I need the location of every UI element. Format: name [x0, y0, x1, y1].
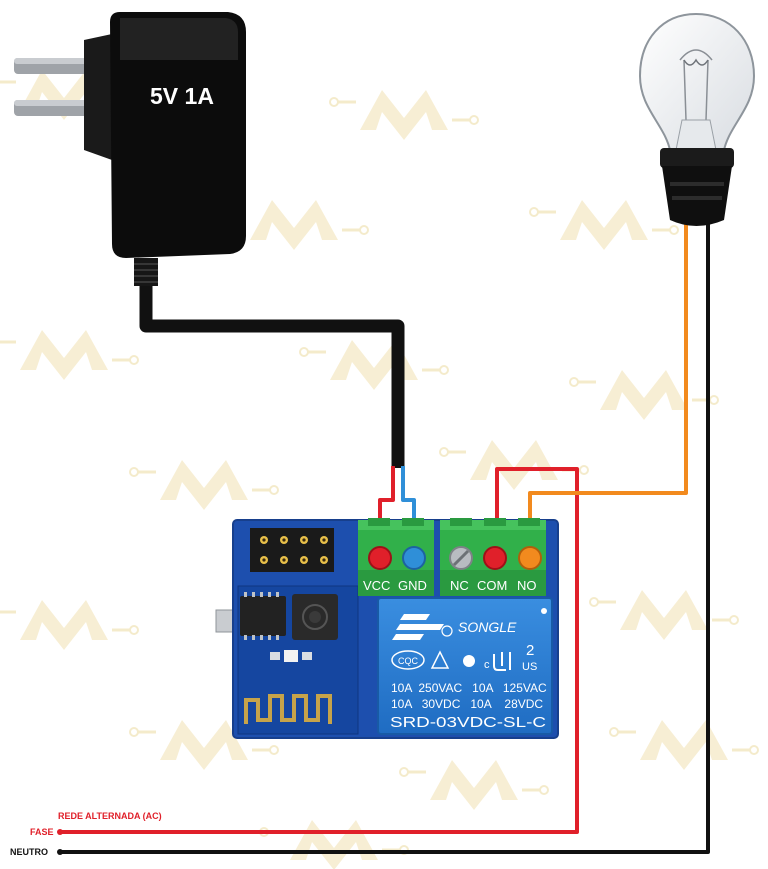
- phase-label: FASE: [30, 827, 54, 837]
- terminal-label-gnd: GND: [398, 578, 427, 593]
- adapter-cable: [139, 286, 405, 468]
- terminal-label-nc: NC: [450, 578, 469, 593]
- relay-cert-us: US: [522, 661, 537, 673]
- terminal-label-vcc: VCC: [363, 578, 390, 593]
- vcc-terminal: [368, 546, 392, 570]
- terminal-label-no: NO: [517, 578, 537, 593]
- neutral-wire: [60, 222, 710, 854]
- nc-terminal-screw: [449, 546, 473, 570]
- power-adapter-icon: [14, 12, 246, 286]
- gnd-terminal: [402, 546, 426, 570]
- phase-wire-end: [57, 829, 63, 835]
- no-terminal: [518, 546, 542, 570]
- relay-icon: [377, 597, 553, 735]
- neutral-wire-end: [57, 849, 63, 855]
- light-bulb-icon: [638, 12, 756, 226]
- phase-wire: [60, 467, 579, 834]
- relay-rating-line-2: 10A 30VDC 10A 28VDC: [391, 697, 543, 711]
- relay-cert-cqc: CQC: [398, 656, 419, 666]
- com-terminal: [483, 546, 507, 570]
- relay-model: SRD-03VDC-SL-C: [390, 714, 546, 731]
- relay-cert-2: 2: [526, 642, 534, 659]
- terminal-label-com: COM: [477, 578, 507, 593]
- neutral-label: NEUTRO: [10, 847, 48, 857]
- adapter-label: 5V 1A: [150, 83, 214, 109]
- relay-rating-line-1: 10A 250VAC 10A 125VAC: [391, 681, 547, 695]
- relay-brand: SONGLE: [458, 619, 517, 635]
- relay-cert-c: c: [484, 659, 490, 671]
- wifi-antenna-icon: [244, 694, 332, 724]
- ac-network-title: REDE ALTERNADA (AC): [58, 811, 162, 821]
